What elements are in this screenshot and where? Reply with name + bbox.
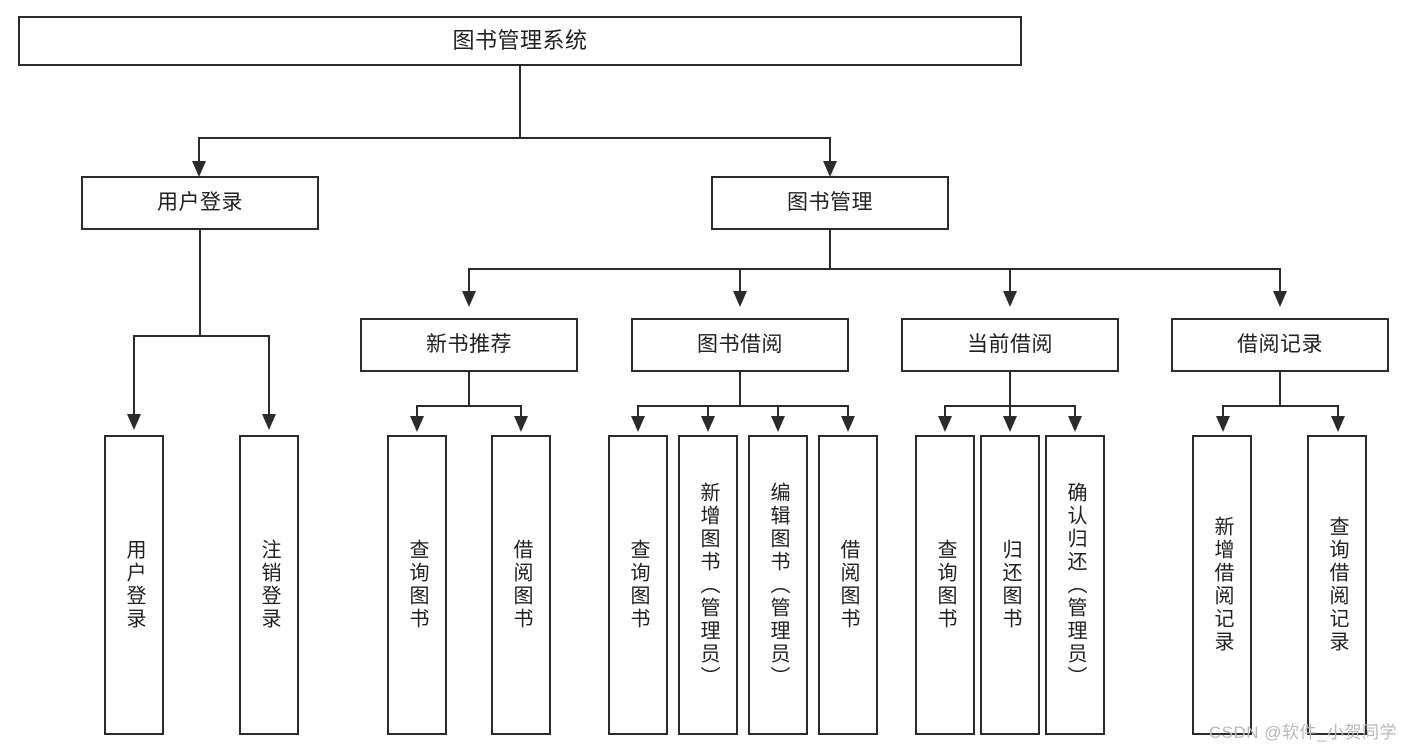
connector-root-bar — [198, 137, 831, 139]
connector-new-book-stem — [468, 372, 470, 406]
connector-current-borrow-to-leaf-1 — [944, 405, 946, 419]
node-label: 查询图书 — [934, 539, 956, 631]
node-label: 归还图书 — [999, 539, 1021, 631]
node-current-borrow[interactable]: 当前借阅 — [901, 318, 1119, 372]
arrowhead-borrow-record-leaf-1 — [1216, 416, 1230, 432]
connector-book-borrow-to-leaf-4 — [847, 405, 849, 419]
arrowhead-current-borrow-leaf-1 — [938, 416, 952, 432]
leaf-node-logout[interactable]: 注销登录 — [239, 435, 299, 735]
connector-book-manage-to-current-borrow — [1009, 268, 1011, 294]
connector-book-borrow-bar — [637, 405, 848, 407]
node-label: 图书管理系统 — [452, 28, 588, 54]
arrowhead-new-book-leaf-1 — [410, 416, 424, 432]
connector-book-borrow-stem — [739, 372, 741, 406]
connector-book-manage-to-borrow-record — [1279, 268, 1281, 294]
arrowhead-book-borrow-leaf-2 — [701, 416, 715, 432]
leaf-node-edit-book-admin[interactable]: 编辑图书（管理员） — [748, 435, 808, 735]
node-label: 新书推荐 — [426, 332, 512, 356]
node-label: 查询借阅记录 — [1326, 516, 1348, 654]
node-borrow-record[interactable]: 借阅记录 — [1171, 318, 1389, 372]
node-book-borrow[interactable]: 图书借阅 — [631, 318, 849, 372]
arrowhead-borrow-record-leaf-2 — [1331, 416, 1345, 432]
arrowhead-user-login — [192, 161, 206, 177]
node-label: 查询图书 — [406, 539, 428, 631]
arrowhead-current-borrow — [1003, 291, 1017, 307]
leaf-node-query-book-current[interactable]: 查询图书 — [915, 435, 975, 735]
node-label: 用户登录 — [123, 539, 145, 631]
connector-root-stem — [519, 66, 521, 138]
leaf-node-user-login[interactable]: 用户登录 — [104, 435, 164, 735]
leaf-node-confirm-return-admin[interactable]: 确认归还（管理员） — [1045, 435, 1105, 735]
node-new-book-recommend[interactable]: 新书推荐 — [360, 318, 578, 372]
node-user-login[interactable]: 用户登录 — [81, 176, 319, 230]
arrowhead-book-borrow-leaf-4 — [841, 416, 855, 432]
connector-new-book-bar — [416, 405, 522, 407]
node-label: 借阅图书 — [837, 539, 859, 631]
arrowhead-current-borrow-leaf-3 — [1068, 416, 1082, 432]
node-label: 当前借阅 — [967, 332, 1053, 356]
arrowhead-book-borrow-leaf-1 — [631, 416, 645, 432]
arrowhead-book-manage — [823, 161, 837, 177]
connector-borrow-record-stem — [1279, 372, 1281, 406]
node-label: 编辑图书（管理员） — [767, 481, 789, 689]
node-root-book-management-system[interactable]: 图书管理系统 — [18, 16, 1022, 66]
arrowhead-new-book-recommend — [462, 291, 476, 307]
arrowhead-borrow-record — [1273, 291, 1287, 307]
connector-book-borrow-to-leaf-3 — [777, 405, 779, 419]
connector-root-to-user-login — [198, 137, 200, 165]
node-label: 新增借阅记录 — [1211, 516, 1233, 654]
arrowhead-user-login-leaf-2 — [262, 414, 276, 430]
connector-book-manage-to-new-book — [468, 268, 470, 294]
node-label: 注销登录 — [258, 539, 280, 631]
connector-user-login-to-leaf-2 — [268, 335, 270, 417]
arrowhead-new-book-leaf-2 — [514, 416, 528, 432]
csdn-watermark: CSDN @软件_小贺同学 — [1208, 723, 1397, 742]
connector-user-login-bar — [133, 335, 269, 337]
node-label: 查询图书 — [627, 539, 649, 631]
arrowhead-current-borrow-leaf-2 — [1003, 416, 1017, 432]
arrowhead-user-login-leaf-1 — [127, 414, 141, 430]
connector-new-book-to-leaf-1 — [416, 405, 418, 419]
connector-book-borrow-to-leaf-1 — [637, 405, 639, 419]
leaf-node-add-borrow-record[interactable]: 新增借阅记录 — [1192, 435, 1252, 735]
node-label: 确认归还（管理员） — [1064, 481, 1086, 689]
leaf-node-borrow-book[interactable]: 借阅图书 — [818, 435, 878, 735]
connector-user-login-stem — [199, 230, 201, 336]
node-label: 图书借阅 — [697, 332, 783, 356]
connector-new-book-to-leaf-2 — [520, 405, 522, 419]
connector-borrow-record-bar — [1222, 405, 1338, 407]
node-label: 新增图书（管理员） — [697, 481, 719, 689]
node-label: 图书管理 — [787, 190, 873, 214]
connector-book-manage-to-book-borrow — [739, 268, 741, 294]
leaf-node-add-book-admin[interactable]: 新增图书（管理员） — [678, 435, 738, 735]
node-label: 借阅记录 — [1237, 332, 1323, 356]
connector-current-borrow-to-leaf-2 — [1009, 405, 1011, 419]
connector-root-to-book-manage — [829, 137, 831, 165]
leaf-node-borrow-book-recommend[interactable]: 借阅图书 — [491, 435, 551, 735]
arrowhead-book-borrow — [733, 291, 747, 307]
arrowhead-book-borrow-leaf-3 — [771, 416, 785, 432]
connector-current-borrow-stem — [1009, 372, 1011, 406]
connector-borrow-record-to-leaf-2 — [1337, 405, 1339, 419]
leaf-node-return-book[interactable]: 归还图书 — [980, 435, 1040, 735]
leaf-node-query-book-recommend[interactable]: 查询图书 — [387, 435, 447, 735]
node-label: 借阅图书 — [510, 539, 532, 631]
connector-user-login-to-leaf-1 — [133, 335, 135, 417]
connector-current-borrow-to-leaf-3 — [1074, 405, 1076, 419]
connector-book-manage-bar — [468, 268, 1280, 270]
connector-book-manage-stem — [829, 230, 831, 269]
connector-borrow-record-to-leaf-1 — [1222, 405, 1224, 419]
leaf-node-query-book-borrow[interactable]: 查询图书 — [608, 435, 668, 735]
node-label: 用户登录 — [157, 190, 243, 214]
node-book-management[interactable]: 图书管理 — [711, 176, 949, 230]
connector-book-borrow-to-leaf-2 — [707, 405, 709, 419]
leaf-node-query-borrow-record[interactable]: 查询借阅记录 — [1307, 435, 1367, 735]
